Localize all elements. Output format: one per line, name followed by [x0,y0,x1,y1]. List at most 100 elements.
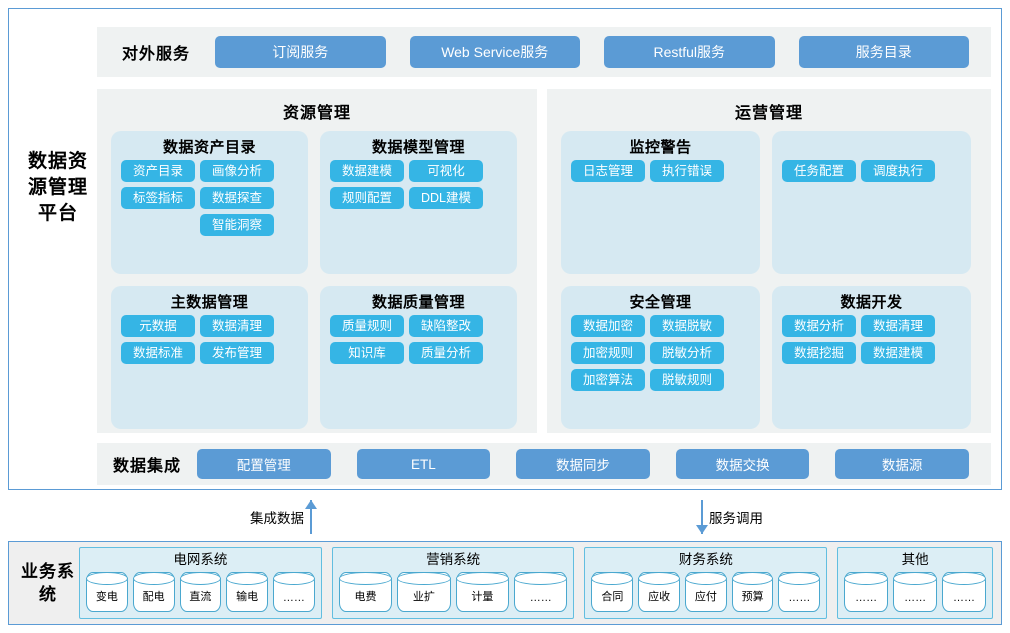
chip[interactable]: 标签指标 [121,187,195,209]
chip[interactable]: 知识库 [330,342,404,364]
panel-title: 安全管理 [629,294,692,311]
chip-group: 元数据 数据清理 数据标准 发布管理 [121,315,298,364]
database-icon[interactable]: 电费 [338,572,393,612]
chip-group: 数据加密 数据脱敏 加密规则 脱敏分析 加密算法 脱敏规则 [571,315,750,391]
database-icon[interactable]: …… [893,572,938,612]
chip[interactable]: 脱敏规则 [650,369,724,391]
external-service-button[interactable]: Restful服务 [604,36,775,68]
chip-group: 资产目录 画像分析 标签指标 数据探查 智能洞察 [121,160,298,236]
chip[interactable]: 资产目录 [121,160,195,182]
chip[interactable]: 调度执行 [861,160,935,182]
database-label: 预算 [741,591,764,603]
chip[interactable]: 规则配置 [330,187,404,209]
external-services-title: 对外服务 [121,46,190,63]
chip[interactable]: DDL建模 [409,187,483,209]
panel-data-model-management: 数据模型管理 数据建模 可视化 规则配置 DDL建模 [320,131,517,274]
database-label: …… [904,592,927,604]
chip[interactable]: 画像分析 [200,160,274,182]
chip[interactable]: 数据探查 [200,187,274,209]
chip[interactable]: 执行错误 [650,160,724,182]
external-service-button[interactable]: 服务目录 [798,36,969,68]
connector-band: 集成数据 服务调用 [0,495,1010,539]
database-icon[interactable]: 应收 [638,572,680,612]
external-service-button[interactable]: 订阅服务 [215,36,386,68]
chip[interactable]: 数据建模 [861,342,935,364]
database-icon[interactable]: 配电 [132,572,175,612]
database-icon[interactable]: 业扩 [397,572,452,612]
panel-title: 监控警告 [629,139,692,156]
panel-grid: 监控警告 日志管理 执行错误 任务配置 调度执行 安全管理 [547,123,991,429]
panel-data-development: 数据开发 数据分析 数据清理 数据挖掘 数据建模 [772,286,971,429]
database-icon[interactable]: …… [844,572,889,612]
database-list: 电费 业扩 计量 …… [338,570,568,614]
chip[interactable]: 缺陷整改 [409,315,483,337]
database-icon[interactable]: 应付 [684,572,727,612]
chip[interactable]: 智能洞察 [200,214,274,236]
database-icon[interactable]: …… [942,572,987,612]
chip[interactable]: 可视化 [409,160,483,182]
database-icon[interactable]: …… [273,572,315,612]
database-icon[interactable]: 合同 [591,572,634,612]
database-label: 业扩 [412,591,435,603]
database-label: …… [855,592,878,604]
integration-button[interactable]: 数据源 [835,449,969,479]
chip[interactable]: 数据挖掘 [782,342,856,364]
chip[interactable]: 数据标准 [121,342,195,364]
chip[interactable]: 元数据 [121,315,195,337]
integration-button[interactable]: 数据同步 [516,449,650,479]
database-label: 直流 [189,591,212,603]
panel-monitoring-alerts: 监控警告 日志管理 执行错误 [561,131,760,274]
business-group-title: 营销系统 [426,552,481,567]
panel-title: 主数据管理 [170,294,249,311]
connector-label: 服务调用 [709,511,763,526]
panel-data-asset-catalog: 数据资产目录 资产目录 画像分析 标签指标 数据探查 智能洞察 [111,131,308,274]
chip[interactable]: 数据加密 [571,315,645,337]
chip[interactable]: 数据建模 [330,160,404,182]
panel-grid: 数据资产目录 资产目录 画像分析 标签指标 数据探查 智能洞察 数据模型管理 数… [97,123,537,429]
external-services-buttons: 订阅服务 Web Service服务 Restful服务 服务目录 [215,36,991,68]
panel-title: 数据模型管理 [371,139,465,156]
chip[interactable]: 任务配置 [782,160,856,182]
database-icon[interactable]: …… [514,572,568,612]
panel-data-quality-management: 数据质量管理 质量规则 缺陷整改 知识库 质量分析 [320,286,517,429]
chip[interactable]: 数据清理 [200,315,274,337]
integration-button[interactable]: 配置管理 [197,449,331,479]
database-label: 电费 [354,591,377,603]
platform-title: 数据资源管理平台 [27,151,88,224]
chip[interactable]: 加密规则 [571,342,645,364]
panel-title [782,138,961,160]
external-services-band: 对外服务 订阅服务 Web Service服务 Restful服务 服务目录 [97,27,991,77]
business-systems-container: 业务系统 电网系统 变电 配电 直流 输电 …… 营销系统 电费 业扩 计量 [8,541,1002,625]
database-label: …… [953,592,976,604]
business-group-title: 电网系统 [173,552,228,567]
chip[interactable]: 数据清理 [861,315,935,337]
database-icon[interactable]: 计量 [455,572,510,612]
database-list: …… …… …… [844,570,987,614]
chip[interactable]: 脱敏分析 [650,342,724,364]
database-label: …… [529,592,552,604]
integration-button[interactable]: 数据交换 [675,449,810,479]
chip[interactable]: 加密算法 [571,369,645,391]
integration-button[interactable]: ETL [356,449,491,479]
business-systems-title: 业务系统 [21,562,75,604]
database-icon[interactable]: 预算 [731,572,774,612]
panel-task-scheduling: 任务配置 调度执行 [772,131,971,274]
chip[interactable]: 数据脱敏 [650,315,724,337]
database-icon[interactable]: 变电 [86,572,128,612]
external-service-button[interactable]: Web Service服务 [409,36,580,68]
database-list: 合同 应收 应付 预算 …… [591,570,821,614]
platform-container: 数据资源管理平台 对外服务 订阅服务 Web Service服务 Restful… [8,8,1002,490]
chip[interactable]: 发布管理 [200,342,274,364]
database-icon[interactable]: 输电 [226,572,268,612]
database-label: 输电 [236,591,259,603]
database-label: …… [282,592,305,604]
chip[interactable]: 质量分析 [409,342,483,364]
chip[interactable]: 质量规则 [330,315,404,337]
chip[interactable]: 日志管理 [571,160,645,182]
business-group-marketing: 营销系统 电费 业扩 计量 …… [331,547,575,619]
database-icon[interactable]: 直流 [179,572,222,612]
chip[interactable]: 数据分析 [782,315,856,337]
data-integration-band: 数据集成 配置管理 ETL 数据同步 数据交换 数据源 [97,443,991,485]
panel-title: 数据质量管理 [371,294,465,311]
database-icon[interactable]: …… [778,572,821,612]
